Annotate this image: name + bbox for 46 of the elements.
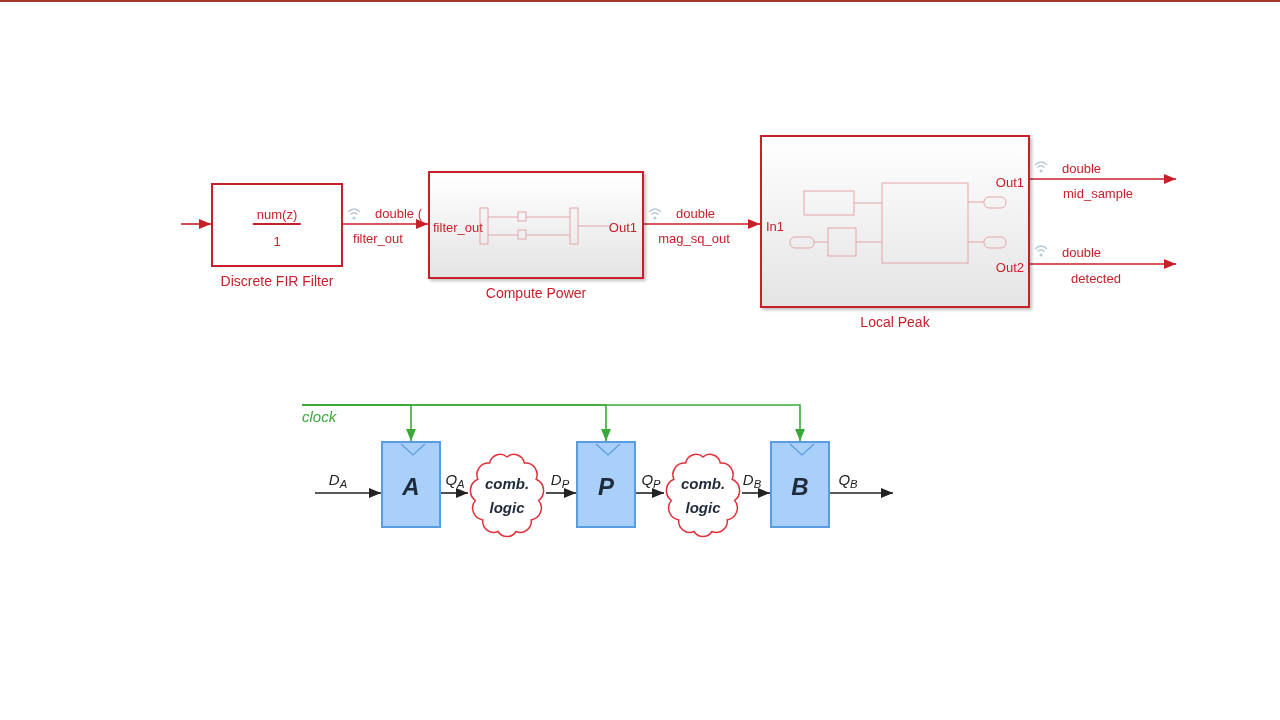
edge-label: mid_sample <box>1062 185 1134 203</box>
edge-label: D$_{P}$ <box>550 470 570 492</box>
arrow <box>635 488 665 498</box>
data-type-label: double <box>1062 160 1102 178</box>
port-label: Out2 <box>995 259 1024 277</box>
edge-label: mag_sq_out <box>658 230 730 248</box>
arrow <box>545 488 577 498</box>
register-label: A <box>401 472 421 502</box>
arrow <box>440 488 469 498</box>
data-type-label: double <box>1062 244 1102 262</box>
arrow <box>1029 259 1177 269</box>
subsystem-block <box>428 171 644 279</box>
edge-label: filter_out <box>353 230 403 248</box>
denominator-text: 1 <box>273 233 281 251</box>
signal-label: clock <box>302 408 337 425</box>
edge-label: D$_{B}$ <box>742 470 762 492</box>
data-type-label: double <box>676 205 716 223</box>
arrow <box>301 404 805 442</box>
register-box <box>770 441 830 528</box>
edge-label: Q$_{A}$ <box>445 470 465 492</box>
arrow <box>342 219 429 229</box>
arrow <box>180 219 212 229</box>
arrow <box>643 219 761 229</box>
subsystem-block <box>760 135 1030 308</box>
port-label: filter_out <box>433 219 483 237</box>
block-caption: Discrete FIR Filter <box>220 272 334 291</box>
block-caption: Compute Power <box>485 284 587 303</box>
port-label: Out1 <box>995 174 1024 192</box>
port-label: Out1 <box>608 219 637 237</box>
port-label: In1 <box>766 218 785 236</box>
edge-label: detected <box>1071 270 1121 288</box>
arrow <box>314 488 382 498</box>
filter-block <box>211 183 343 267</box>
edge-label: Q$_{B}$ <box>838 470 858 492</box>
arrow <box>741 488 771 498</box>
edge-label: D$_{A}$ <box>328 470 348 492</box>
register-label: P <box>597 472 615 502</box>
data-type-label: double ( <box>375 205 422 223</box>
edge-label: Q$_{P}$ <box>641 470 661 492</box>
arrow <box>829 488 894 498</box>
register-box <box>576 441 636 528</box>
register-box <box>381 441 441 528</box>
numerator-text: num(z) <box>252 207 302 225</box>
register-label: B <box>790 472 810 502</box>
arrow <box>1029 174 1177 184</box>
block-caption: Local Peak <box>860 313 930 332</box>
